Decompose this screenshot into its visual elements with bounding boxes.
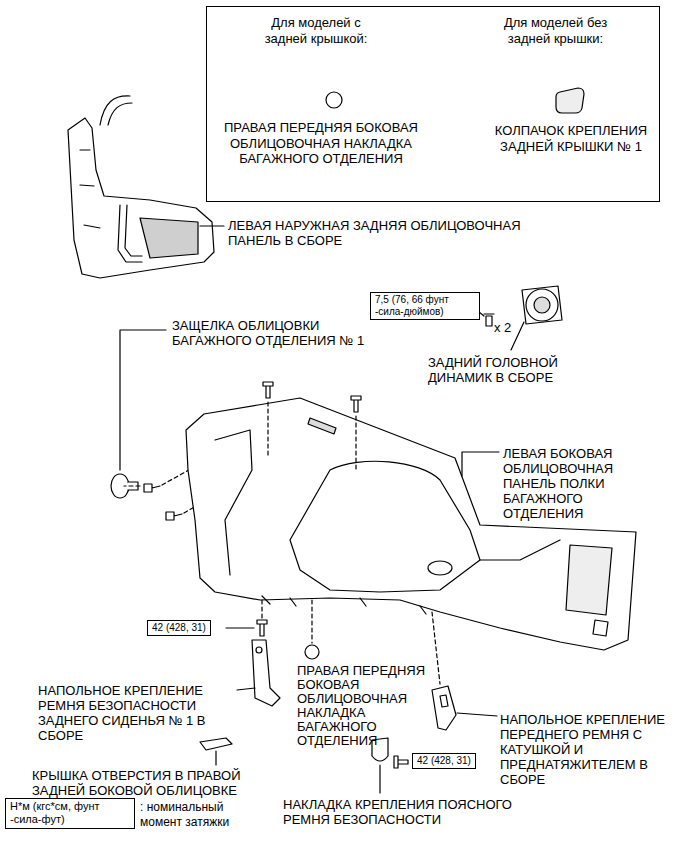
panel-contour [480,540,560,560]
part-label: ПРАВАЯ ПЕРЕДНЯЯ БОКОВАЯ ОБЛИЦОВОЧНАЯ НАК… [297,664,437,748]
dashed-line [355,416,356,470]
part-label: КРЫШКА ОТВЕРСТИЯ В ПРАВОЙ ЗАДНЕЙ БОКОВОЙ… [32,768,272,798]
speaker-flange [522,286,562,324]
bolt [394,756,408,768]
panel-hole [428,561,452,575]
screw [144,484,160,492]
leader-line [120,330,166,470]
cap-icon [326,92,342,108]
dashed-line [261,600,262,618]
bolt [484,314,494,326]
torque-value: Н*м (кгс*см, фунт -сила-фут) [10,800,130,826]
leader-line [237,688,255,690]
speaker [526,289,558,321]
belt-strap [125,205,142,256]
side-panel [186,398,636,650]
dashed-line [432,612,440,684]
leader-line [226,627,254,628]
leader-line [462,452,499,476]
torque-box: 42 (428, 31) [412,753,476,769]
belt-anchor [432,686,456,730]
belt-strap [118,205,142,262]
panel-contour [215,430,252,575]
part-label: ЛЕВАЯ НАРУЖНАЯ ЗАДНЯЯ ОБЛИЦОВОЧНАЯ ПАНЕЛ… [228,218,558,248]
info-box: Для моделей с задней крышкой: Для моделей… [206,6,660,202]
torque-box: 42 (428, 31) [147,620,211,636]
torque-value: 42 (428, 31) [152,622,206,634]
part-label: ЗАДНИЙ ГОЛОВНОЙ ДИНАМИК В СБОРЕ [428,355,606,385]
torque-box: 7,5 (76, 66 фунт -сила-дюймов) [370,292,480,320]
bolt [257,620,267,636]
panel-slot [593,620,608,636]
dashed-line [124,485,140,486]
leader-line [215,751,216,765]
leader-line [511,322,524,350]
box-text: Для моделей с задней крышкой: [256,15,376,46]
torque-value: 42 (428, 31) [417,755,471,767]
box-text: КОЛПАЧОК КРЕПЛЕНИЯ ЗАДНЕЙ КРЫШКИ № 1 [486,123,656,154]
anchor-hole [256,647,262,653]
outer-panel [68,118,214,278]
cover-cap-icon [556,88,584,113]
panel-patch [566,545,612,615]
part-label: НАПОЛЬНОЕ КРЕПЛЕНИЕ РЕМНЯ БЕЗОПАСНОСТИ З… [38,683,233,743]
part-label: ЗАЩЕЛКА ОБЛИЦОВКИ БАГАЖНОГО ОТДЕЛЕНИЯ № … [172,318,392,348]
speaker-cone [534,297,550,313]
torque-value: 7,5 (76, 66 фунт -сила-дюймов) [375,294,475,318]
box-text: Для моделей без задней крышки: [493,15,618,46]
bolt [263,382,273,398]
leader-line [457,713,497,716]
box-text: ПРАВАЯ ПЕРЕДНЯЯ БОКОВАЯ ОБЛИЦОВОЧНАЯ НАК… [216,120,426,167]
part-label: ЛЕВАЯ БОКОВАЯ ОБЛИЦОВОЧНАЯ ПАНЕЛЬ ПОЛКИ … [503,446,653,521]
part-label: x 2 [494,320,524,335]
anchor-slot [440,695,448,707]
panel-tab [262,596,426,614]
legend-box: Н*м (кгс*см, фунт -сила-фут) [5,798,135,829]
panel-detail [80,150,100,228]
panel-recess [290,461,480,592]
part-label: : номинальный момент затяжки [140,800,245,830]
bolt [351,396,361,412]
cap [305,645,319,659]
part-label: НАПОЛЬНОЕ КРЕПЛЕНИЕ ПЕРЕДНЕГО РЕМНЯ С КА… [500,712,685,787]
screw [166,512,182,520]
panel-recess [140,218,198,258]
hole-cover [200,738,232,750]
dashed-line [267,402,268,455]
panel-slot [308,418,336,434]
leader-line [200,225,224,226]
dashed-line [311,600,312,643]
belt-strap [108,103,132,125]
part-label: НАКЛАДКА КРЕПЛЕНИЯ ПОЯСНОГО РЕМНЯ БЕЗОПА… [283,797,553,827]
belt-anchor [252,640,280,706]
leader-line [379,765,380,793]
